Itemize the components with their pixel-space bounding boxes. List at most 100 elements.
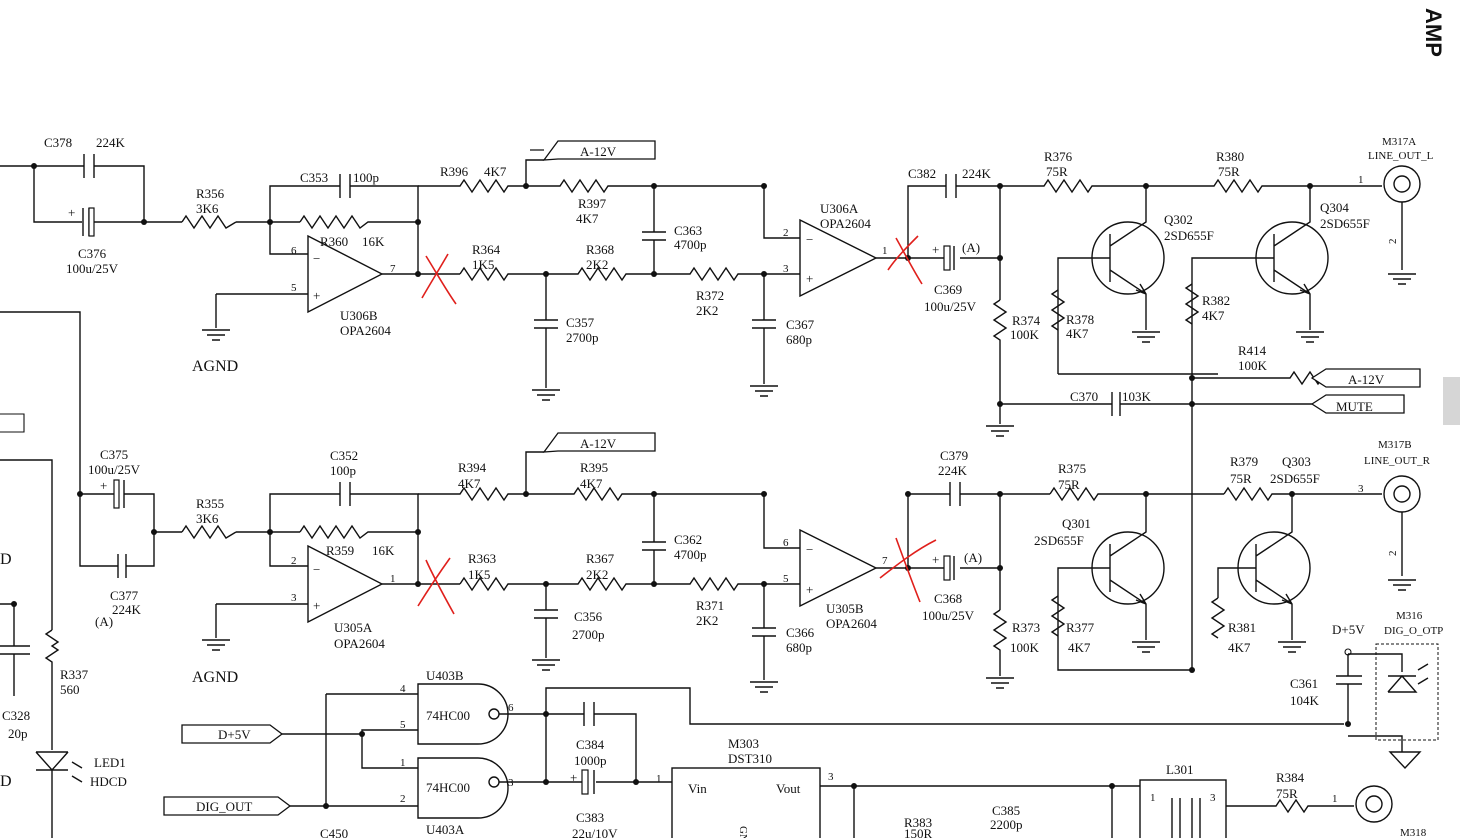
r368-ref: R368 (586, 242, 614, 257)
u403a-pin-b: 2 (400, 793, 406, 805)
m317a-ref: M317A (1382, 136, 1416, 148)
d5v-label: D+5V (1332, 622, 1365, 637)
m303-pin1: 1 (656, 773, 662, 785)
r359-val: 16K (372, 543, 395, 558)
strike-r364 (421, 253, 457, 305)
q304-ref: Q304 (1320, 200, 1349, 215)
u403a-pin-a: 1 (400, 757, 406, 769)
r379-ref: R379 (1230, 454, 1258, 469)
r337-val: 560 (60, 682, 80, 697)
c367-val: 680p (786, 332, 812, 347)
m303-vout: Vout (776, 781, 801, 796)
u305a-pin-inv: 2 (291, 555, 297, 567)
dig-out-flag: DIG_OUT (196, 799, 252, 814)
svg-text:−: − (313, 251, 320, 266)
m318-pin1: 1 (1332, 793, 1338, 805)
u306a-pin-noninv: 3 (783, 263, 789, 275)
top-channel: C378 224K + C376 100u/25V R356 3K6 C353 … (0, 135, 1434, 670)
r383-ref: R383 (904, 815, 932, 830)
led1-name: HDCD (90, 774, 127, 789)
svg-text:−: − (806, 232, 813, 247)
l301-pin3: 3 (1210, 792, 1216, 804)
q301-ref: Q301 (1062, 516, 1091, 531)
c353-ref: C353 (300, 170, 328, 185)
r363-val: 1K5 (468, 567, 490, 582)
m317a-pin1: 1 (1358, 174, 1364, 186)
r372-val: 2K2 (696, 303, 718, 318)
r374-ref: R374 (1012, 313, 1041, 328)
m317b-pin3: 3 (1358, 483, 1364, 495)
r382-val: 4K7 (1202, 308, 1225, 323)
svg-text:+: + (313, 288, 320, 303)
c356-ref: C356 (574, 609, 603, 624)
svg-text:−: − (806, 542, 813, 557)
vertical-scrollbar-thumb[interactable] (1443, 377, 1460, 425)
r382-ref: R382 (1202, 293, 1230, 308)
c369-ref: C369 (934, 282, 962, 297)
r356-ref: R356 (196, 186, 225, 201)
left-d-lower: D (0, 773, 12, 790)
c353-val: 100p (353, 170, 379, 185)
r414-val: 100K (1238, 358, 1268, 373)
c356-val: 2700p (572, 627, 605, 642)
u306b-ref: U306B (340, 308, 378, 323)
c384-ref: C384 (576, 737, 605, 752)
c375-val: 100u/25V (88, 462, 141, 477)
svg-text:+: + (313, 598, 320, 613)
m318-ref: M318 (1400, 827, 1427, 838)
m303-pin3: 3 (828, 771, 834, 783)
strike-u305b-out (879, 537, 937, 603)
u306b-pin-noninv: 5 (291, 282, 297, 294)
u305b-pin-inv: 6 (783, 537, 789, 549)
q303-ref: Q303 (1282, 454, 1311, 469)
c378-val: 224K (96, 135, 126, 150)
u306a-part: OPA2604 (820, 216, 871, 231)
r383-val: 150R (904, 826, 933, 838)
r374-val: 100K (1010, 327, 1040, 342)
r360-val: 16K (362, 234, 385, 249)
r364-val: 1K5 (472, 257, 494, 272)
agnd-bottom: AGND (192, 669, 238, 686)
r371-val: 2K2 (696, 613, 718, 628)
r363-ref: R363 (468, 551, 496, 566)
led1-ref: LED1 (94, 755, 126, 770)
r397-val: 4K7 (576, 211, 599, 226)
u306a-pin-out: 1 (882, 245, 888, 257)
c383-ref: C383 (576, 810, 604, 825)
r368-val: 2K2 (586, 257, 608, 272)
r377-val: 4K7 (1068, 640, 1091, 655)
c377-ref: C377 (110, 588, 139, 603)
svg-text:+: + (932, 552, 939, 567)
svg-text:+: + (806, 582, 813, 597)
strike-u306a-out (887, 235, 923, 285)
r355-ref: R355 (196, 496, 224, 511)
r394-val: 4K7 (458, 476, 481, 491)
u306a-pin-inv: 2 (783, 227, 789, 239)
c369-mark: (A) (962, 240, 980, 255)
r355-val: 3K6 (196, 511, 219, 526)
c382-val: 224K (962, 166, 992, 181)
c383-val: 22u/10V (572, 826, 618, 838)
c376-val: 100u/25V (66, 261, 119, 276)
r337-ref: R337 (60, 667, 89, 682)
r384-ref: R384 (1276, 770, 1305, 785)
u403a-ref: U403A (426, 822, 465, 837)
svg-text:−: − (313, 562, 320, 577)
u305b-pin-noninv: 5 (783, 573, 789, 585)
c357-ref: C357 (566, 315, 595, 330)
svg-text:+: + (570, 770, 577, 785)
u306b-pin-out: 7 (390, 263, 396, 275)
r376-val: 75R (1046, 164, 1068, 179)
c370-ref: C370 (1070, 389, 1098, 404)
r378-val: 4K7 (1066, 326, 1089, 341)
r394-ref: R394 (458, 460, 487, 475)
r396-ref: R396 (440, 164, 469, 179)
c370-val: 103K (1122, 389, 1152, 404)
r359-ref: R359 (326, 543, 354, 558)
u305a-pin-out: 1 (390, 573, 396, 585)
u305b-part: OPA2604 (826, 616, 877, 631)
c363-val: 4700p (674, 237, 707, 252)
r375-ref: R375 (1058, 461, 1086, 476)
m317a-pin2: 2 (1387, 239, 1399, 245)
digital-section: D D R337 560 C328 20p LED1 HDCD D+5V DIG… (0, 413, 1443, 838)
